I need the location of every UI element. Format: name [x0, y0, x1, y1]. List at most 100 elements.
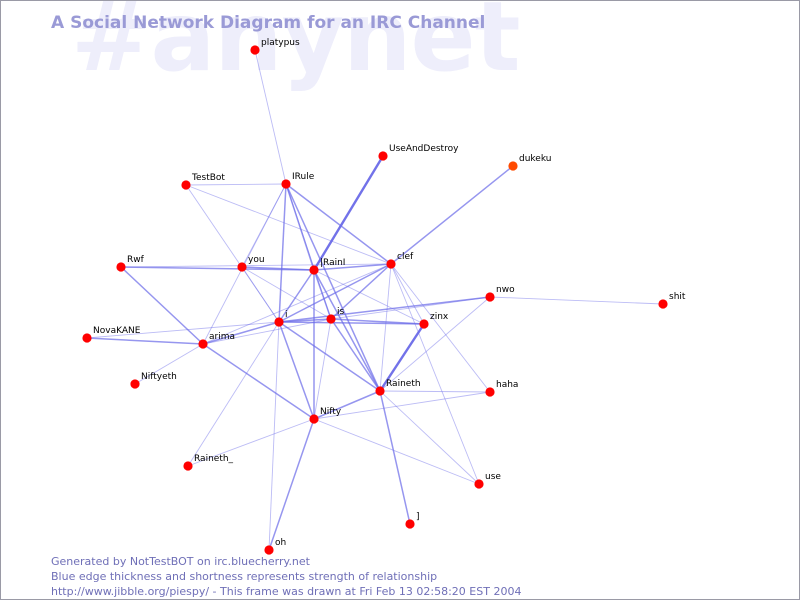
node-dot	[181, 180, 191, 190]
node-dot	[375, 386, 385, 396]
edge-layer	[86, 49, 664, 551]
edge-arima-Niftyeth	[134, 343, 204, 385]
edge-IRule-Raineth	[285, 183, 381, 392]
edge-IRainI-Raineth	[313, 269, 381, 392]
node-Rwf: Rwf	[116, 255, 145, 272]
edge-NovaKANE-i	[86, 321, 280, 339]
node-dot	[485, 292, 495, 302]
node-dot	[405, 519, 415, 529]
edge-Nifty-haha	[313, 391, 491, 420]
node-TestBot: TestBot	[181, 173, 225, 190]
node-dot	[82, 333, 92, 343]
node-dot	[326, 314, 336, 324]
node-zinx: zinx	[419, 312, 449, 329]
node-label: Raineth_	[194, 454, 234, 464]
node-IRule: IRule	[281, 172, 315, 189]
node-label: TestBot	[191, 173, 225, 183]
node-label: i	[285, 310, 288, 320]
node-label: ]	[416, 512, 420, 522]
edge-i-Raineth	[278, 321, 381, 392]
node-label: Raineth	[386, 379, 421, 389]
edge-Raineth-use	[379, 390, 480, 485]
node-label: UseAndDestroy	[389, 144, 459, 154]
edge-is-Nifty	[313, 318, 332, 420]
node-dot	[309, 265, 319, 275]
edge-IRainI-i	[278, 269, 315, 323]
node-label: you	[248, 255, 265, 265]
edge-nwo-Raineth	[379, 296, 491, 392]
node-label: zinx	[430, 312, 449, 322]
node-use: use	[474, 472, 501, 489]
diagram-title: A Social Network Diagram for an IRC Chan…	[51, 13, 486, 33]
node-UseAndDestroy: UseAndDestroy	[378, 144, 459, 161]
node-oh: oh	[264, 538, 286, 555]
node-Raineth: Raineth	[375, 379, 421, 396]
node-platypus: platypus	[250, 38, 300, 55]
footer-legend-line: Blue edge thickness and shortness repres…	[51, 570, 438, 583]
node-label: |RainI	[320, 258, 345, 268]
node-label: NovaKANE	[93, 326, 141, 336]
node-you: you	[237, 255, 265, 272]
edge-Raineth-haha	[379, 390, 491, 393]
edge-you-i	[241, 266, 280, 323]
edge-clef-is	[330, 263, 392, 320]
footer: Generated by NotTestBOT on irc.bluecherr…	[51, 554, 521, 599]
edge-clef-Raineth	[379, 263, 392, 392]
edge-IRainI-clef	[313, 263, 392, 271]
edge-Rwf-arima	[120, 266, 204, 345]
node-dot	[281, 179, 291, 189]
edge-clef-zinx	[390, 263, 425, 325]
node-NovaKANE: NovaKANE	[82, 326, 141, 343]
node-label: dukeku	[519, 154, 551, 164]
edge-Raineth-bracket	[379, 390, 411, 525]
edge-clef-use	[390, 263, 480, 485]
node-dot	[378, 151, 388, 161]
node-label: IRule	[292, 172, 315, 182]
edge-i-oh	[268, 321, 280, 551]
node-arima: arima	[198, 332, 235, 349]
edge-NovaKANE-arima	[86, 337, 204, 345]
edge-Nifty-oh	[268, 418, 315, 551]
node-dot	[183, 461, 193, 471]
node-label: is	[337, 307, 345, 317]
node-nwo: nwo	[485, 285, 515, 302]
edge-TestBot-i	[185, 184, 280, 323]
edge-clef-arima	[202, 263, 392, 345]
node-label: clef	[397, 252, 414, 262]
edge-zinx-Raineth	[378, 323, 426, 392]
node-dot	[274, 317, 284, 327]
node-dot	[250, 45, 260, 55]
node-dot	[485, 387, 495, 397]
node-dot	[419, 319, 429, 329]
edge-arima-Nifty	[202, 343, 315, 420]
edge-UseAndDestroy-IRainI	[312, 155, 385, 271]
node-Niftyeth: Niftyeth	[130, 372, 177, 389]
edge-IRule-clef	[285, 183, 392, 265]
node-label: Niftyeth	[141, 372, 177, 382]
edge-nwo-i	[278, 296, 491, 323]
edge-IRule-you	[241, 183, 287, 268]
node-label: Nifty	[320, 407, 342, 417]
edge-Raineth-Nifty	[313, 390, 381, 420]
edge-i-Nifty	[278, 321, 315, 420]
node-haha: haha	[485, 380, 518, 397]
node-dot	[264, 545, 274, 555]
node-label: haha	[496, 380, 518, 390]
node-dot	[309, 414, 319, 424]
node-dot	[508, 161, 518, 171]
edge-clef-i	[278, 263, 392, 323]
edge-TestBot-clef	[185, 184, 392, 265]
node-label: arima	[209, 332, 235, 342]
edge-arima-i	[202, 321, 280, 345]
node-dot	[237, 262, 247, 272]
node-label: Rwf	[127, 255, 145, 265]
node-label: platypus	[261, 38, 300, 48]
edge-nwo-shit	[489, 296, 664, 305]
edge-Nifty-use	[313, 418, 480, 485]
edge-IRainI-is	[313, 269, 332, 320]
footer-generator-line: Generated by NotTestBOT on irc.bluecherr…	[51, 555, 310, 568]
footer-url-line: http://www.jibble.org/piespy/ - This fra…	[51, 585, 522, 598]
